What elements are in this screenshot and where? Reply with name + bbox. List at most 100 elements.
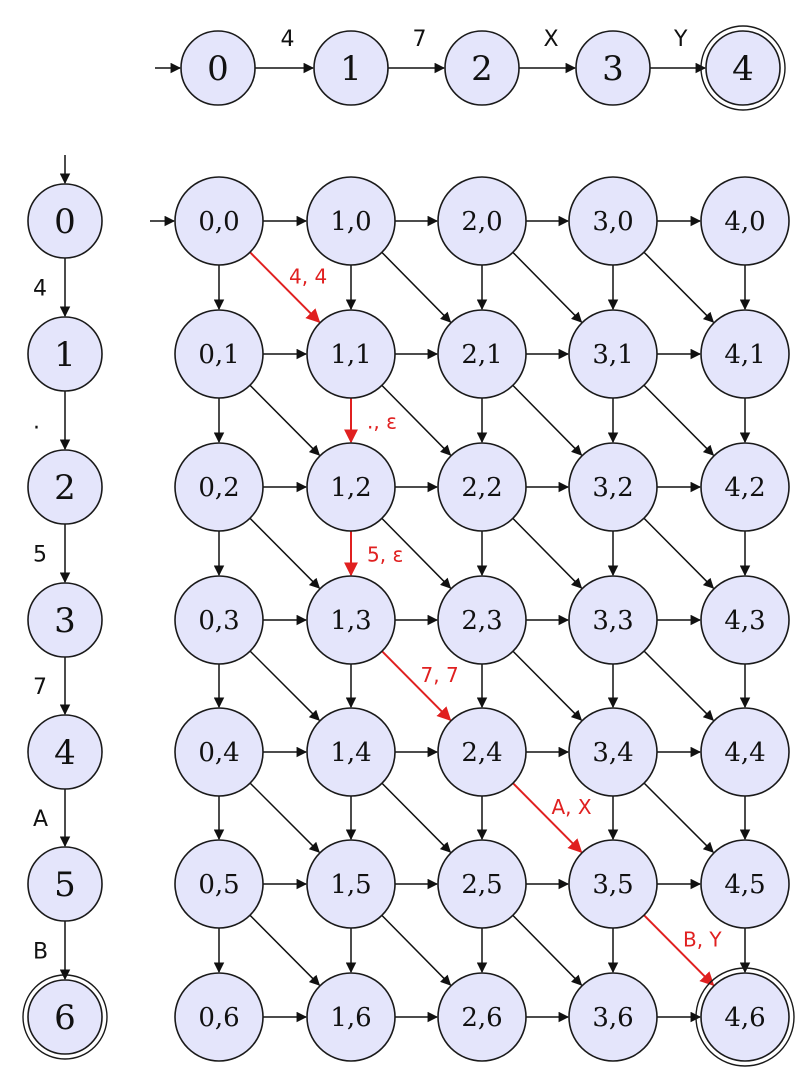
grid-state-1-0 [306,176,396,266]
left-state-2 [27,449,103,525]
grid-state-4-5-label: 4,5 [724,870,765,900]
top-state-1 [313,30,389,106]
grid-edge-3,3-to-4,4 [643,650,714,721]
left-edge-label-5: B [33,940,48,965]
grid-state-2-3 [437,575,527,665]
grid-edge-2,3-to-3,4 [512,650,583,721]
grid-state-4-1-label: 4,1 [724,340,765,370]
grid-state-0-6-label: 0,6 [198,1003,239,1033]
left-state-1 [27,316,103,392]
left-edge-label-3: 7 [33,675,47,700]
top-state-4-accepting-ring [700,25,786,111]
grid-edge-3,0-to-4,1 [643,251,715,323]
grid-state-0-2 [174,442,264,532]
grid-edge-3,4-to-4,5 [643,782,714,853]
highlight-label-4: A, X [552,795,592,819]
grid-state-1-1-label: 1,1 [330,340,371,370]
grid-edge-2,5-to-3,6 [512,914,583,986]
grid-state-0-0 [174,176,264,266]
top-edge-label-0: 4 [281,27,295,52]
grid-edge-2,4-to-3,5 [512,782,583,854]
left-state-1-label: 1 [54,335,76,375]
grid-edge-1,4-to-2,5 [381,782,452,853]
top-edge-label-1: 7 [413,27,427,52]
top-state-1-label: 1 [340,49,362,89]
left-state-0 [27,183,103,259]
grid-edge-1,5-to-2,6 [381,914,452,986]
highlight-label-1: ., ε [367,410,397,434]
grid-state-0-3 [174,575,264,665]
highlight-label-5: B, Y [683,928,722,952]
top-state-2 [444,30,520,106]
left-edge-label-0: 4 [33,277,47,302]
grid-state-0-6 [174,972,264,1062]
top-state-4 [705,30,781,106]
grid-state-0-0-label: 0,0 [198,207,239,237]
grid-edge-0,2-to-1,3 [249,517,321,589]
top-state-3-label: 3 [602,49,624,89]
left-state-3 [27,582,103,658]
grid-state-0-5-label: 0,5 [198,870,239,900]
grid-state-2-6 [437,972,527,1062]
grid-state-4-3 [700,575,790,665]
top-edge-label-2: X [544,27,559,52]
grid-state-4-0 [700,176,790,266]
grid-state-4-6-label: 4,6 [724,1003,765,1033]
grid-state-1-4 [306,707,396,797]
top-state-3 [575,30,651,106]
grid-state-1-5 [306,839,396,929]
grid-state-1-0-label: 1,0 [330,207,371,237]
grid-state-2-5 [437,839,527,929]
grid-edge-3,2-to-4,3 [643,517,715,589]
top-state-4-label: 4 [732,49,754,89]
grid-edge-1,3-to-2,4 [381,650,452,722]
grid-state-1-2 [306,442,396,532]
grid-state-3-1-label: 3,1 [592,340,633,370]
highlight-label-3: 7, 7 [421,663,459,687]
grid-state-3-5 [568,839,658,929]
grid-edge-3,1-to-4,2 [643,384,715,456]
grid-state-2-2 [437,442,527,532]
grid-state-1-6-label: 1,6 [330,1003,371,1033]
left-state-5-label: 5 [54,865,76,905]
grid-state-1-5-label: 1,5 [330,870,371,900]
edges-layer [59,62,751,1023]
grid-state-4-2-label: 4,2 [724,473,765,503]
left-state-5 [27,846,103,922]
grid-state-4-2 [700,442,790,532]
grid-edge-1,2-to-2,3 [381,517,452,589]
grid-state-4-1 [700,309,790,399]
grid-state-0-3-label: 0,3 [198,606,239,636]
grid-state-2-1 [437,309,527,399]
grid-state-0-5 [174,839,264,929]
grid-state-3-4-label: 3,4 [592,738,633,768]
grid-state-3-1 [568,309,658,399]
left-state-2-label: 2 [54,468,76,508]
top-state-2-label: 2 [471,49,493,89]
grid-state-4-6-accepting-ring [695,967,795,1067]
grid-state-2-3-label: 2,3 [461,606,502,636]
grid-state-2-6-label: 2,6 [461,1003,502,1033]
grid-state-3-2 [568,442,658,532]
left-state-4-label: 4 [54,733,76,773]
grid-state-4-4 [700,707,790,797]
left-edge-label-4: A [33,807,48,832]
grid-state-0-1-label: 0,1 [198,340,239,370]
grid-edge-1,1-to-2,2 [381,384,452,456]
highlight-label-0: 4, 4 [289,265,327,289]
left-state-6-accepting-ring [22,974,108,1060]
left-edge-label-1: . [33,410,40,435]
grid-state-3-0-label: 3,0 [592,207,633,237]
grid-state-0-2-label: 0,2 [198,473,239,503]
grid-state-2-5-label: 2,5 [461,870,502,900]
grid-edge-1,0-to-2,1 [381,251,452,323]
grid-state-1-2-label: 1,2 [330,473,371,503]
highlight-label-2: 5, ε [367,543,403,567]
grid-state-2-4-label: 2,4 [461,738,502,768]
grid-edge-0,5-to-1,6 [249,914,321,986]
left-state-0-label: 0 [54,202,76,242]
left-state-6-label: 6 [54,998,76,1038]
grid-state-1-3 [306,575,396,665]
grid-state-3-0 [568,176,658,266]
